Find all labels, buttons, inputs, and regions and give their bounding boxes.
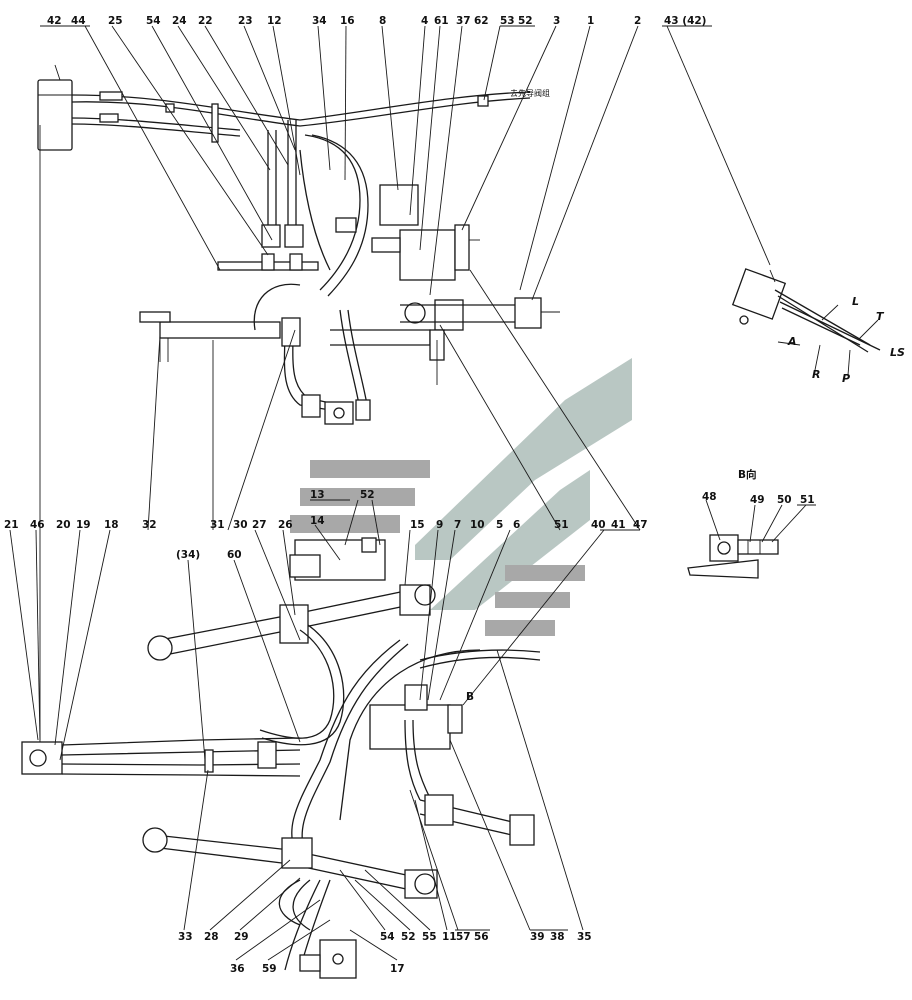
label-54: 54 [146, 15, 161, 27]
label-43: 43 (42) [664, 15, 706, 27]
label-49: 49 [750, 494, 765, 506]
label-33: 33 [178, 931, 193, 943]
watermark-logo [290, 358, 632, 636]
pipe-note: 去先导阀组 [510, 88, 550, 98]
label-44: 44 [71, 15, 86, 27]
label-4: 4 [421, 15, 428, 27]
label-21: 21 [4, 519, 19, 531]
label-50: 50 [777, 494, 792, 506]
label-61: 61 [434, 15, 449, 27]
label-52-mid: 52 [360, 489, 375, 501]
label-40: 40 [591, 519, 606, 531]
label-13: 13 [310, 489, 325, 501]
label-6: 6 [513, 519, 520, 531]
label-5: 5 [496, 519, 503, 531]
label-53: 53 [500, 15, 515, 27]
label-32: 32 [142, 519, 157, 531]
label-10: 10 [470, 519, 485, 531]
label-48: 48 [702, 491, 717, 503]
label-3: 3 [553, 15, 560, 27]
label-38: 38 [550, 931, 565, 943]
label-26: 26 [278, 519, 293, 531]
view-b-detail [687, 534, 779, 579]
label-54-bottom: 54 [380, 931, 395, 943]
port-p: P [842, 372, 850, 385]
label-27: 27 [252, 519, 267, 531]
label-12: 12 [267, 15, 282, 27]
label-36: 36 [230, 963, 245, 975]
label-23: 23 [238, 15, 253, 27]
label-29: 29 [234, 931, 249, 943]
label-18: 18 [104, 519, 119, 531]
label-22: 22 [198, 15, 213, 27]
label-47: 47 [633, 519, 648, 531]
label-20: 20 [56, 519, 71, 531]
label-34-paren: (34) [176, 549, 200, 561]
bottom-assembly [21, 537, 541, 979]
label-51-view: 51 [800, 494, 815, 506]
port-a: A [787, 335, 797, 348]
label-56: 56 [474, 931, 489, 943]
label-2: 2 [634, 15, 641, 27]
label-46: 46 [30, 519, 45, 531]
label-28: 28 [204, 931, 219, 943]
label-37: 37 [456, 15, 471, 27]
port-r: R [812, 368, 820, 381]
marker-b: B [466, 691, 474, 703]
label-7: 7 [454, 519, 461, 531]
label-15: 15 [410, 519, 425, 531]
top-assembly [37, 64, 560, 425]
port-ls: LS [890, 346, 905, 359]
side-detail-valve [731, 268, 881, 353]
label-59: 59 [262, 963, 277, 975]
label-11: 11 [442, 931, 457, 943]
label-34: 34 [312, 15, 327, 27]
label-52: 52 [518, 15, 533, 27]
label-60: 60 [227, 549, 242, 561]
label-55: 55 [422, 931, 437, 943]
label-24: 24 [172, 15, 187, 27]
label-57: 57 [456, 931, 471, 943]
label-41: 41 [611, 519, 626, 531]
label-8: 8 [379, 15, 386, 27]
label-30: 30 [233, 519, 248, 531]
port-l: L [852, 295, 859, 308]
label-9: 9 [436, 519, 443, 531]
label-51-mid: 51 [554, 519, 569, 531]
label-19: 19 [76, 519, 91, 531]
label-17: 17 [390, 963, 405, 975]
port-t: T [876, 310, 885, 323]
view-b-title: B向 [738, 468, 757, 481]
label-35: 35 [577, 931, 592, 943]
label-39: 39 [530, 931, 545, 943]
leader-lines [9, 25, 879, 961]
label-16: 16 [340, 15, 355, 27]
label-42: 42 [47, 15, 62, 27]
label-25: 25 [108, 15, 123, 27]
label-62: 62 [474, 15, 489, 27]
label-14: 14 [310, 515, 325, 527]
label-1: 1 [587, 15, 594, 27]
callout-labels: 42 44 25 54 24 22 23 12 34 16 8 4 61 37 … [4, 15, 905, 975]
label-31: 31 [210, 519, 225, 531]
label-52-bottom: 52 [401, 931, 416, 943]
